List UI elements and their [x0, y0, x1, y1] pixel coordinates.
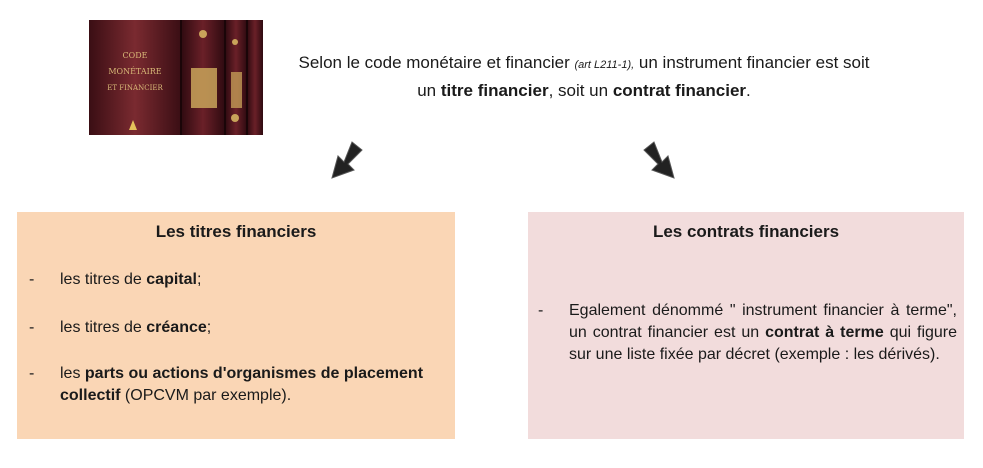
- intro-part3: , soit un: [548, 81, 613, 100]
- intro-bold-contrat: contrat financier: [612, 81, 747, 100]
- panel-title: Les contrats financiers: [652, 222, 840, 241]
- intro-part4: .: [746, 81, 751, 100]
- item-text: les titres de: [60, 271, 147, 288]
- item-suffix: (OPCVM par exemple).: [120, 387, 292, 404]
- arrow-down-right-icon: [643, 141, 675, 179]
- item-text: les titres de: [60, 319, 147, 336]
- item-suffix: ;: [206, 319, 212, 336]
- item-suffix: ;: [196, 271, 202, 288]
- item-suffix: qui figure sur une liste fixée par décre…: [569, 324, 958, 363]
- bullet-dash: -: [29, 319, 35, 336]
- intro-article-ref: (art L211-1),: [574, 59, 635, 71]
- book-spine-line-3: ET FINANCIER: [107, 84, 163, 92]
- intro-bold-titre: titre financier: [440, 81, 549, 100]
- arrow-down-left-icon: [331, 141, 363, 179]
- code-book-image: CODE MONÉTAIRE ET FINANCIER: [89, 20, 263, 135]
- bullet-dash: -: [29, 365, 35, 382]
- item-bold: contrat à terme: [765, 324, 884, 341]
- panel-title: Les titres financiers: [155, 222, 317, 241]
- item-bold: parts ou actions d'organismes de placeme…: [60, 365, 424, 404]
- intro-part1: Selon le code monétaire et financier: [298, 53, 575, 72]
- intro-part2: un instrument financier est soit un: [417, 53, 870, 100]
- intro-text: Selon le code monétaire et financier (ar…: [294, 50, 874, 103]
- book-spine-line-2: MONÉTAIRE: [108, 67, 161, 76]
- item-bold: créance: [146, 319, 207, 336]
- item-bold: capital: [146, 271, 197, 288]
- item-text: Egalement dénommé " instrument financier…: [569, 302, 957, 341]
- titres-financiers-panel: Les titres financiers - les titres de ca…: [17, 212, 455, 439]
- book-spine-line-1: CODE: [123, 51, 148, 60]
- item-text: les: [60, 365, 85, 382]
- bullet-dash: -: [29, 271, 35, 288]
- contrats-financiers-panel: Les contrats financiers - Egalement déno…: [528, 212, 964, 439]
- bullet-dash: -: [538, 302, 544, 319]
